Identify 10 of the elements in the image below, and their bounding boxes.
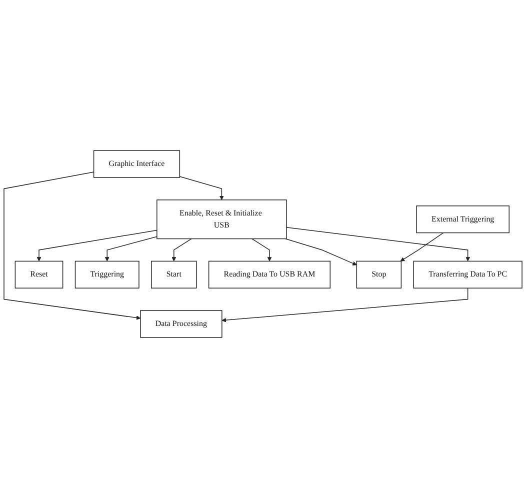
arrow (222, 288, 468, 322)
arrow (285, 238, 357, 266)
arrow (172, 238, 192, 262)
arrow (252, 238, 272, 262)
arrow (4, 172, 141, 320)
arrow (104, 236, 158, 262)
arrow (36, 230, 158, 262)
arrow (400, 232, 444, 262)
arrow (286, 227, 470, 262)
arrow (179, 176, 224, 200)
